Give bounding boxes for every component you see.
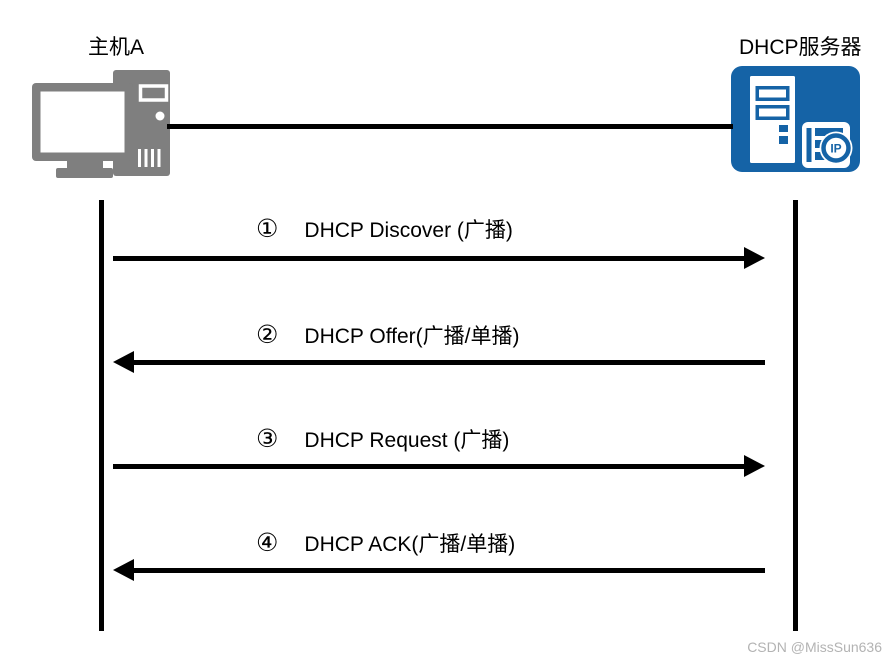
ip-address-list: IP [802, 122, 853, 168]
host-label: 主机A [88, 36, 145, 59]
message-arrow-left [113, 351, 765, 373]
arrow-shaft [127, 567, 765, 573]
arrowhead-icon [744, 247, 765, 269]
message-label: ② DHCP Offer(广播/单播) [256, 320, 520, 350]
message-text: DHCP Offer(广播/单播) [304, 325, 520, 348]
watermark: CSDN @MissSun636 [747, 639, 882, 655]
message-text: DHCP Request (广播) [304, 429, 510, 452]
message-label: ④ DHCP ACK(广播/单播) [256, 528, 515, 558]
dhcp-server-icon: IP [731, 66, 860, 172]
message-arrow-right [113, 455, 765, 477]
message-arrow-right [113, 247, 765, 269]
actor-connection-line [167, 124, 733, 129]
message-number: ① [256, 214, 279, 243]
message-number: ③ [256, 424, 279, 453]
arrowhead-icon [113, 351, 134, 373]
message-label: ③ DHCP Request (广播) [256, 424, 509, 454]
message-number: ② [256, 320, 279, 349]
arrow-shaft [127, 359, 765, 365]
server-label: DHCP服务器 [739, 36, 862, 59]
arrowhead-icon [744, 455, 765, 477]
arrow-shaft [113, 255, 751, 261]
message-text: DHCP ACK(广播/单播) [304, 533, 516, 556]
message-text: DHCP Discover (广播) [304, 219, 513, 242]
host-lifeline [99, 200, 104, 631]
server-lifeline [793, 200, 798, 631]
message-number: ④ [256, 528, 279, 557]
desktop-computer-icon [32, 70, 170, 178]
ip-badge: IP [830, 142, 841, 156]
computer-monitor [32, 83, 133, 178]
arrow-shaft [113, 463, 751, 469]
arrowhead-icon [113, 559, 134, 581]
message-arrow-left [113, 559, 765, 581]
server-tower [750, 76, 795, 163]
message-label: ① DHCP Discover (广播) [256, 214, 513, 244]
